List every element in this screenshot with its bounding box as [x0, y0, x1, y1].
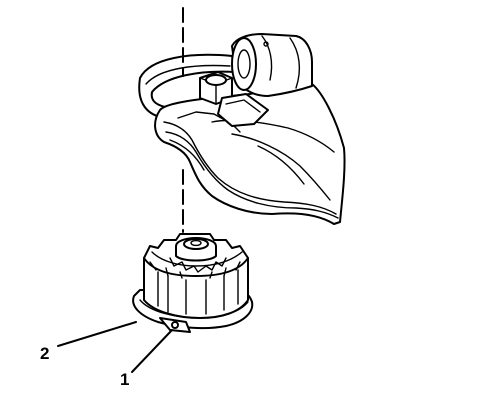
leader-line-2 — [57, 321, 137, 347]
lower-bushing-mount — [132, 233, 254, 333]
leader-lines — [57, 321, 173, 373]
leader-line-1 — [131, 329, 173, 373]
callout-1: 1 — [120, 370, 129, 389]
callout-2: 2 — [40, 344, 49, 363]
callout-labels: 2 1 — [40, 344, 129, 389]
upper-control-arm — [138, 33, 346, 225]
